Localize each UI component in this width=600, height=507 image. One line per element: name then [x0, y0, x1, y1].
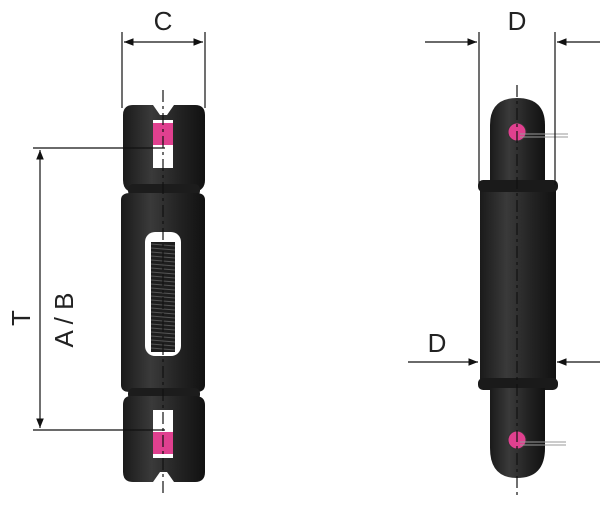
thread-line: [150, 247, 176, 251]
cotter-pins: [520, 133, 568, 446]
label-t: T: [6, 310, 36, 326]
thread-line: [150, 315, 176, 319]
thread-line: [150, 339, 176, 343]
label-d-top: D: [508, 6, 527, 36]
dimension-t: [33, 147, 165, 431]
label-a-b: A / B: [49, 293, 79, 348]
label-c: C: [154, 6, 173, 36]
front-view-turnbuckle: [121, 90, 205, 495]
thread-line: [150, 271, 176, 275]
side-body: [480, 180, 556, 390]
side-view-turnbuckle: [478, 85, 568, 495]
thread-line: [150, 331, 176, 335]
label-d-bottom: D: [428, 328, 447, 358]
dimension-d-top: [425, 32, 600, 185]
side-collar-top: [478, 180, 558, 192]
side-collar-bottom: [478, 378, 558, 390]
thread-line: [150, 263, 176, 267]
top-pin: [153, 123, 173, 145]
thread-line: [150, 287, 176, 291]
dimension-c: [121, 32, 206, 108]
